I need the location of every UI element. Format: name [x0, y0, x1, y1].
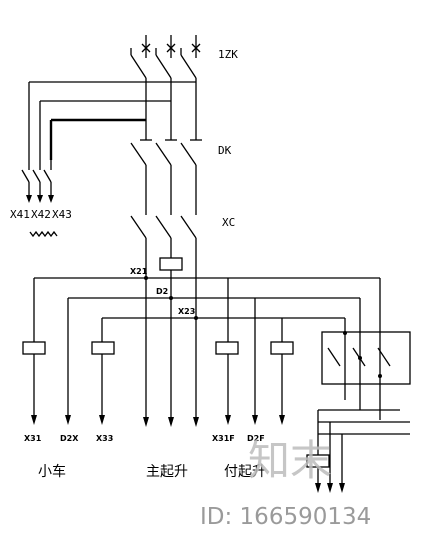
label-d2: D2	[156, 287, 168, 296]
coil-aux-2	[270, 341, 294, 355]
label-x31: X31	[24, 434, 42, 443]
tapoff-switches	[21, 160, 54, 203]
label-x31f: X31F	[212, 434, 235, 443]
reversing-contactors	[306, 331, 411, 493]
watermark-logo: 知末	[248, 436, 332, 485]
branch-trolley	[22, 278, 115, 425]
group-trolley: 小车	[38, 463, 66, 480]
main-breaker-1zk	[130, 35, 201, 79]
coil-reverse	[306, 454, 330, 468]
branch-aux-hoist	[215, 278, 294, 425]
coil-aux-1	[215, 341, 239, 355]
label-x42: X42	[31, 208, 51, 221]
label-x41: X41	[10, 208, 30, 221]
label-xc: XC	[222, 216, 235, 229]
tapoff-wiring	[28, 81, 196, 160]
group-aux-hoist: 付起升	[224, 464, 266, 480]
tapoff-caption-scribble	[29, 230, 58, 238]
label-d2f: D2F	[247, 434, 265, 443]
label-x43: X43	[52, 208, 72, 221]
coil-trolley-2	[91, 341, 115, 355]
breaker-x-marks	[141, 43, 201, 53]
coil-xc	[159, 257, 183, 271]
label-x23: X23	[178, 307, 195, 316]
contactor-dk	[130, 139, 202, 166]
label-x33: X33	[96, 434, 113, 443]
coil-trolley-1	[22, 341, 46, 355]
branch-main-hoist	[143, 417, 199, 427]
group-main-hoist: 主起升	[146, 464, 188, 480]
label-d2x: D2X	[60, 434, 79, 443]
label-x21: X21	[130, 267, 148, 276]
watermark-id: ID: 166590134	[200, 504, 371, 530]
label-dk: DK	[218, 144, 232, 157]
watermark: 知末 ID: 166590134	[200, 436, 371, 530]
label-1zk: 1ZK	[218, 48, 238, 61]
contactor-xc	[130, 215, 197, 239]
